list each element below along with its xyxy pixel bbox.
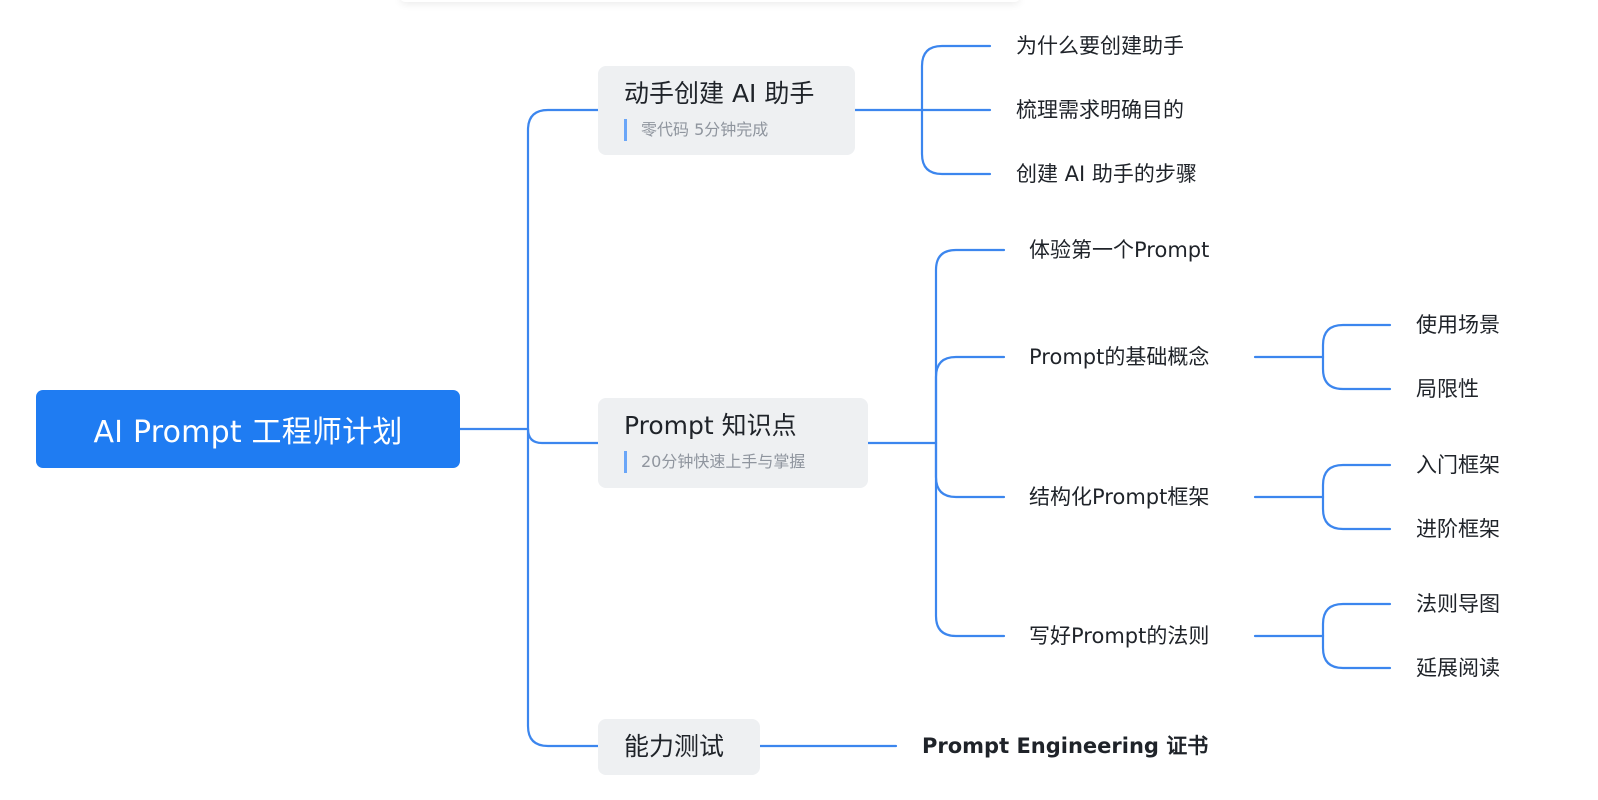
branch-node-ability-test[interactable]: 能力测试 (598, 719, 760, 775)
subtopic-node[interactable]: Prompt的基础概念 (1029, 345, 1210, 369)
leaf-node[interactable]: 创建 AI 助手的步骤 (1016, 162, 1197, 186)
branch-note: 20分钟快速上手与掌握 (624, 451, 868, 473)
leaf-node[interactable]: 法则导图 (1416, 592, 1500, 616)
leaf-node[interactable]: 梳理需求明确目的 (1016, 98, 1184, 122)
leaf-node[interactable]: 使用场景 (1416, 313, 1500, 337)
leaf-node-certificate[interactable]: Prompt Engineering 证书 (922, 734, 1209, 758)
connector-sub2-leaf-2 (1321, 355, 1392, 391)
leaf-node[interactable]: 进阶框架 (1416, 517, 1500, 541)
connector-sub4-leaf-2 (1321, 634, 1392, 670)
branch-title: 动手创建 AI 助手 (624, 79, 815, 108)
leaf-node[interactable]: 为什么要创建助手 (1016, 34, 1184, 58)
branch-note: 零代码 5分钟完成 (624, 119, 855, 141)
leaf-node[interactable]: 入门框架 (1416, 453, 1500, 477)
leaf-node[interactable]: 延展阅读 (1416, 656, 1500, 680)
branch-node-prompt-knowledge[interactable]: Prompt 知识点 20分钟快速上手与掌握 (598, 398, 868, 488)
connector-sub2-leaf-1 (1321, 323, 1392, 359)
connector-root-to-branch-3 (526, 427, 600, 748)
branch-node-create-assistant[interactable]: 动手创建 AI 助手 零代码 5分钟完成 (598, 66, 855, 155)
connector-b2-sub-2 (934, 355, 1006, 445)
leaf-node[interactable]: 局限性 (1416, 377, 1479, 401)
connector-b2-sub-4 (934, 441, 1006, 638)
connector-sub3-leaf-2 (1321, 495, 1392, 531)
connector-sub3-leaf-1 (1321, 463, 1392, 499)
subtopic-node[interactable]: 体验第一个Prompt (1029, 238, 1210, 262)
subtopic-node[interactable]: 写好Prompt的法则 (1029, 624, 1210, 648)
branch-title: 能力测试 (624, 732, 725, 761)
root-node[interactable]: AI Prompt 工程师计划 (36, 390, 460, 468)
connector-b2-sub-3 (934, 441, 1006, 499)
connector-b1-leaf-3 (920, 108, 992, 176)
top-edge-shadow (400, 0, 1020, 2)
connector-root-to-branch-2 (526, 427, 600, 445)
connector-root-to-branch-1 (526, 108, 600, 431)
connector-b2-sub-1 (934, 248, 1006, 445)
connector-b1-leaf-1 (920, 44, 992, 112)
connector-sub4-leaf-1 (1321, 602, 1392, 638)
root-label: AI Prompt 工程师计划 (93, 415, 403, 450)
subtopic-node[interactable]: 结构化Prompt框架 (1029, 485, 1210, 509)
branch-title: Prompt 知识点 (624, 411, 797, 440)
